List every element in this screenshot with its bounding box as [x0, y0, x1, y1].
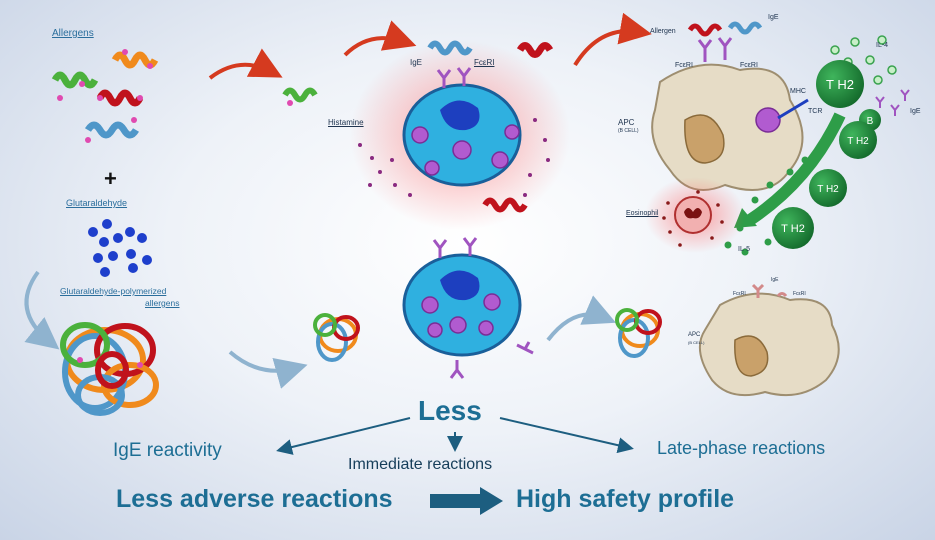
fceri-left-label: FcεRI: [675, 62, 693, 69]
plus-sign: +: [104, 166, 117, 191]
allergen-blue-bound: [427, 40, 473, 56]
il4-label: IL-4: [876, 42, 889, 49]
curved-arrow-polymerize: [24, 270, 60, 350]
b-cell-label: B: [867, 116, 874, 127]
fceri-bottom-left-label: FcεRI: [733, 291, 746, 297]
th2-cell-4: [772, 207, 814, 249]
ige-top-label: IgE: [768, 14, 779, 21]
eosinophil-granules: [662, 190, 724, 247]
apc-cell-top: [651, 63, 804, 191]
ige-receptors-apc-top: [697, 37, 733, 62]
tcr-link: [777, 98, 809, 120]
ige-receptors-apc-bottom: [751, 283, 788, 298]
histamine-granules: [358, 118, 550, 197]
mhc-label: MHC: [790, 88, 806, 95]
green-arrow: [746, 112, 846, 225]
th2-cell-3: [809, 169, 847, 207]
allergens-label: Allergens: [52, 28, 94, 39]
fceri-bottom-right-label: FcεRI: [793, 291, 806, 297]
arrow-to-cluster: [228, 350, 308, 389]
ige-receptors-resting: [432, 237, 534, 379]
right-polymer-cluster: [615, 308, 662, 358]
late-phase-reactions-text: Late-phase reactions: [657, 438, 826, 458]
apc-bottom-label: APC: [688, 332, 701, 338]
ige-receptors-top: [436, 67, 472, 88]
less-heading: Less: [418, 395, 482, 426]
arrow-late-phase: [499, 417, 634, 454]
allergen-top-label: Allergen: [650, 28, 676, 35]
high-safety-text: High safety profile: [516, 485, 735, 513]
arrow-to-right-cluster: [546, 295, 617, 342]
polymerized-allergen-cluster: [60, 322, 159, 416]
th2-label-3: T H2: [817, 184, 839, 195]
less-adverse-text: Less adverse reactions: [116, 485, 393, 513]
apc-cell-bottom: [698, 292, 840, 397]
apc-sub-label: (B CELL): [618, 128, 639, 134]
allergen-red: [96, 89, 144, 107]
tcr-label: TCR: [808, 108, 823, 115]
polymerized-label-line1: Glutaraldehyde-polymerized: [60, 286, 167, 296]
th2-cell-2: [839, 121, 877, 159]
glutaraldehyde-molecules: [88, 219, 152, 277]
th2-label-1: T H2: [826, 77, 854, 92]
allergen-orange: [111, 49, 159, 69]
polymerized-label-line2: allergens: [145, 298, 180, 308]
allergen-blue: [84, 117, 140, 143]
apc-label: APC: [618, 118, 635, 127]
allergen-green: [51, 71, 99, 101]
th2-label-2: T H2: [847, 136, 869, 147]
allergen-apc-blue: [727, 21, 763, 35]
allergen-red-top: [516, 42, 554, 58]
ige-reactivity-text: IgE reactivity: [113, 440, 222, 461]
immediate-reactions-text: Immediate reactions: [348, 456, 493, 473]
allergen-red-bound: [482, 197, 528, 213]
eosinophil-cell: [674, 196, 712, 234]
ige-free-right: [875, 89, 910, 116]
ige-right-label: IgE: [910, 108, 921, 115]
red-arrow-2: [343, 20, 417, 57]
fceri-right-label: FcεRI: [740, 62, 758, 69]
ige-mast-label: IgE: [410, 58, 423, 67]
eosinophil-label: Eosinophil: [626, 210, 659, 217]
il5-label: IL-5: [738, 246, 751, 253]
arrow-to-safety: [430, 487, 503, 515]
ige-bottom-label: IgE: [771, 277, 779, 283]
th2-cell-1: [816, 60, 864, 108]
red-arrow-3: [573, 12, 652, 67]
red-arrow-1: [208, 48, 283, 80]
glutaraldehyde-label: Glutaraldehyde: [66, 198, 128, 208]
allergen-green-small: [282, 87, 318, 106]
small-polymer-cluster: [313, 313, 360, 362]
arrow-ige-reactivity: [276, 417, 411, 455]
mast-cell-resting: [402, 253, 522, 357]
th2-label-4: T H2: [781, 223, 805, 235]
histamine-label: Histamine: [328, 118, 364, 127]
fceri-mast-label: FcεRI: [474, 58, 495, 67]
apc-bottom-sub-label: (B CELL): [688, 340, 705, 345]
allergen-apc-red: [687, 23, 723, 37]
mast-cell-activated: [402, 83, 522, 187]
